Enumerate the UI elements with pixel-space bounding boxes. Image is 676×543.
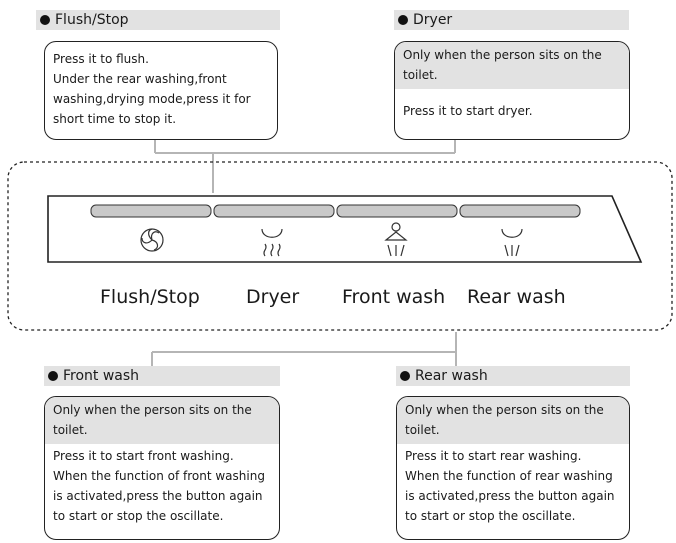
front-wash-tag: Front wash [44, 366, 280, 386]
flush-line: washing,drying mode,press it for [53, 92, 251, 106]
panel-outline [7, 161, 673, 331]
top-connector [154, 140, 456, 193]
flush-line: short time to stop it. [53, 112, 177, 126]
flush-bar [90, 204, 212, 218]
dryer-line: Press it to start dryer. [403, 104, 533, 118]
dryer-condition-line: Only when the person sits on the [403, 48, 602, 62]
rear-line: Press it to start rear washing. [405, 449, 582, 463]
bullet-icon [40, 15, 50, 25]
rear-condition-line: Only when the person sits on the [405, 403, 604, 417]
dryer-tag-label: Dryer [413, 12, 453, 28]
bullet-icon [48, 371, 58, 381]
panel-label-front-wash: Front wash [342, 286, 446, 308]
front-line: to start or stop the oscillate. [53, 509, 224, 523]
front-bar [336, 204, 458, 218]
flush-line: Press it to flush. [53, 52, 149, 66]
front-condition-line: toilet. [53, 423, 88, 437]
bullet-icon [398, 15, 408, 25]
panel-label-rear-wash: Rear wash [467, 286, 566, 308]
flush-stop-tag-label: Flush/Stop [55, 12, 129, 28]
rear-condition-line: toilet. [405, 423, 440, 437]
rear-line: to start or stop the oscillate. [405, 509, 576, 523]
rear-bar [459, 204, 581, 218]
front-line: When the function of front washing [53, 469, 265, 483]
button-bars [90, 204, 581, 218]
bottom-connector [151, 332, 457, 366]
front-wash-tag-label: Front wash [63, 368, 140, 384]
rear-wash-tag: Rear wash [396, 366, 630, 386]
panel-label-dryer: Dryer [246, 286, 300, 308]
flush-line: Under the rear washing,front [53, 72, 227, 86]
rear-line: When the function of rear washing [405, 469, 613, 483]
front-line: is activated,press the button again [53, 489, 263, 503]
front-wash-box: Only when the person sits on the toilet.… [44, 396, 280, 540]
flush-swirl-icon [140, 228, 164, 252]
rear-wash-box: Only when the person sits on the toilet.… [396, 396, 630, 540]
rear-line: is activated,press the button again [405, 489, 615, 503]
bullet-icon [400, 371, 410, 381]
dryer-tag: Dryer [394, 10, 629, 30]
flush-stop-box: Press it to flush. Under the rear washin… [44, 41, 278, 140]
dryer-condition-line: toilet. [403, 68, 438, 82]
rear-wash-tag-label: Rear wash [415, 368, 488, 384]
dryer-bar [213, 204, 335, 218]
dryer-box: Only when the person sits on the toilet.… [394, 41, 630, 140]
dryer-air-icon [261, 228, 283, 257]
front-line: Press it to start front washing. [53, 449, 234, 463]
panel-label-flush: Flush/Stop [100, 286, 200, 308]
front-wash-icon [384, 222, 408, 257]
front-condition-line: Only when the person sits on the [53, 403, 252, 417]
flush-stop-tag: Flush/Stop [36, 10, 280, 30]
rear-wash-icon [501, 228, 523, 257]
